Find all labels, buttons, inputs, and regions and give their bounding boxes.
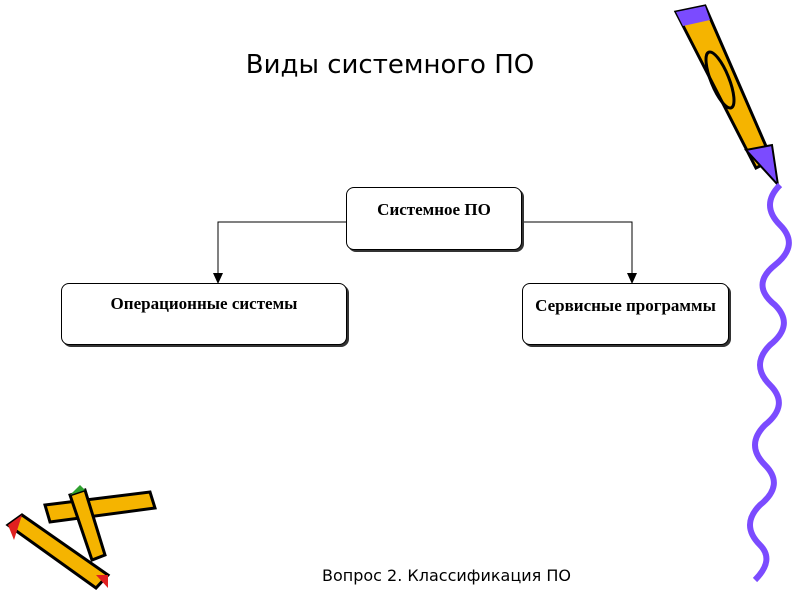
crayons-group-icon xyxy=(5,485,157,590)
wavy-line-icon xyxy=(747,182,792,583)
node-label: Операционные системы xyxy=(110,294,298,313)
slide-footer: Вопрос 2. Классификация ПО xyxy=(322,566,571,585)
node-label: Сервисные программы xyxy=(535,296,716,315)
connector-arrows xyxy=(213,221,637,284)
node-label: Системное ПО xyxy=(377,200,491,219)
diagram-node-root: Системное ПО xyxy=(346,187,522,250)
diagram-node-service-programs: Сервисные программы xyxy=(522,283,729,345)
slide-title: Виды системного ПО xyxy=(245,50,535,80)
diagram-node-operating-systems: Операционные системы xyxy=(61,283,347,345)
crayon-icon xyxy=(673,4,780,189)
